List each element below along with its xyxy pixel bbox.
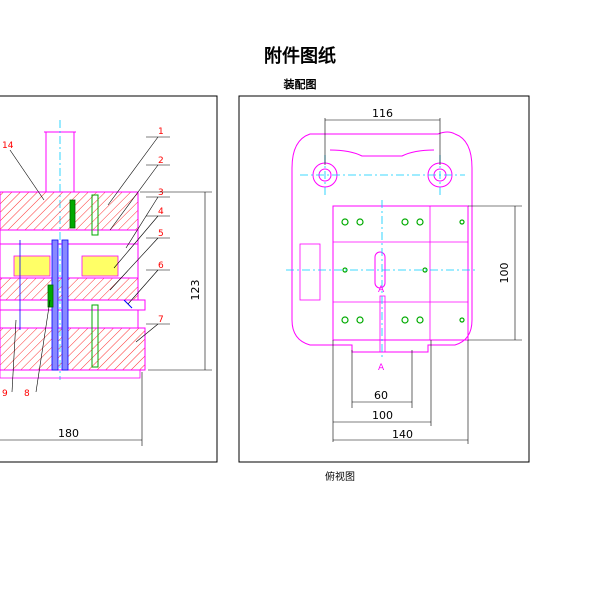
dim-height-lines <box>140 191 212 371</box>
dim-top-text: 116 <box>372 107 393 120</box>
rubber-right <box>81 255 119 277</box>
die-plate <box>0 309 139 329</box>
strip-guide <box>0 299 146 311</box>
plate-outline <box>291 131 473 353</box>
part-number: 14 <box>2 141 14 151</box>
part-number: 7 <box>158 315 164 325</box>
top-view-caption: 俯视图 <box>325 472 355 483</box>
dim-100-text: 100 <box>372 409 393 422</box>
part-number: 1 <box>158 127 164 137</box>
assembly-frame <box>0 95 218 463</box>
section-mark-top: A <box>378 285 385 295</box>
dim-width-lines <box>0 372 143 446</box>
part-number: 4 <box>158 207 164 217</box>
assembly-drawing: 1 2 3 4 5 6 7 8 9 14 123 180 <box>0 95 218 463</box>
top-view-frame <box>238 95 530 463</box>
top-view-drawing: A A 116 100 60 100 <box>238 95 530 463</box>
part-number: 2 <box>158 156 164 166</box>
section-mark-bottom: A <box>378 363 385 373</box>
pin-bottom <box>47 284 54 308</box>
dim-60-text: 60 <box>374 389 388 402</box>
part-number: 6 <box>158 261 164 271</box>
stripper-plate <box>0 277 139 301</box>
die-block <box>332 205 469 341</box>
dim-width-text: 180 <box>58 427 79 440</box>
dim-140-text: 140 <box>392 428 413 441</box>
punch-b <box>61 239 69 371</box>
pin-top <box>69 199 76 229</box>
center-lines <box>286 155 476 360</box>
part-number: 8 <box>24 389 30 399</box>
screws <box>341 218 465 324</box>
dim-height-text: 123 <box>189 280 202 301</box>
part-number: 9 <box>2 389 8 399</box>
drawing-title: 附件图纸 <box>264 46 336 67</box>
dim-vertical-text: 100 <box>498 263 511 284</box>
assembly-subtitle: 装配图 <box>283 78 317 91</box>
rubber-left <box>13 255 51 277</box>
guide-pin-top <box>91 194 99 236</box>
punch-plate <box>0 229 139 245</box>
part-number: 3 <box>158 188 164 198</box>
part-number: 5 <box>158 229 164 239</box>
lower-seat <box>0 327 146 371</box>
upper-plate <box>0 191 139 231</box>
guide-pin-bottom <box>91 304 99 368</box>
